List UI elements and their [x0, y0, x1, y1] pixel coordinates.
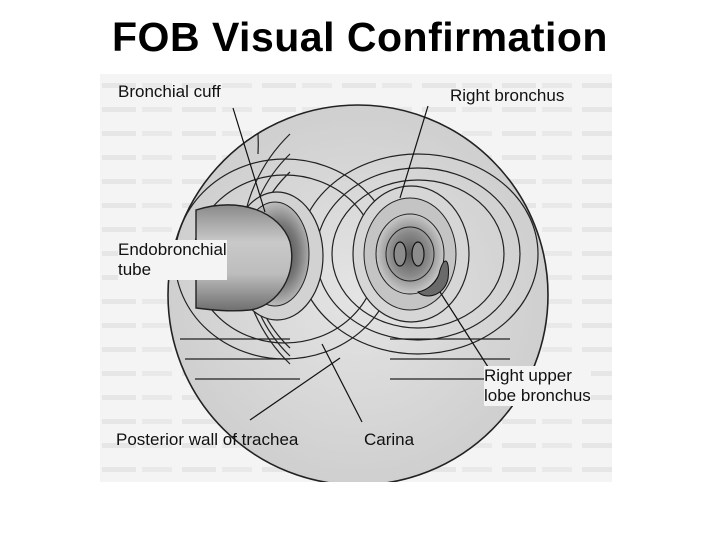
leader-lines	[232, 105, 491, 423]
label-right-upper-lobe-bronchus: Right upper lobe bronchus	[484, 366, 591, 406]
label-endobronchial-line2: tube	[118, 260, 152, 279]
label-endobronchial-tube: Endobronchial tube	[118, 240, 227, 280]
bronchoscopy-figure: Bronchial cuff Right bronchus Endobronch…	[100, 74, 612, 482]
label-right-upper-lobe-line1: Right upper	[484, 366, 572, 385]
label-posterior-wall: Posterior wall of trachea	[116, 430, 299, 449]
endobronchial-tube	[195, 204, 293, 312]
right-bronchus-lumen	[375, 213, 445, 295]
label-endobronchial-line1: Endobronchial	[118, 240, 227, 259]
bronchoscopy-illustration	[100, 74, 612, 482]
lower-lobe-orifice-right	[411, 241, 425, 267]
label-right-upper-lobe-line2: lobe bronchus	[484, 386, 591, 405]
label-right-bronchus: Right bronchus	[450, 86, 565, 105]
right-bronchus-inner-ring	[385, 226, 435, 282]
lower-lobe-orifice-left	[393, 241, 407, 267]
slide-title: FOB Visual Confirmation	[112, 14, 608, 60]
right-upper-lobe-orifice	[416, 260, 449, 297]
label-carina: Carina	[364, 430, 415, 449]
label-bronchial-cuff: Bronchial cuff	[118, 82, 221, 101]
